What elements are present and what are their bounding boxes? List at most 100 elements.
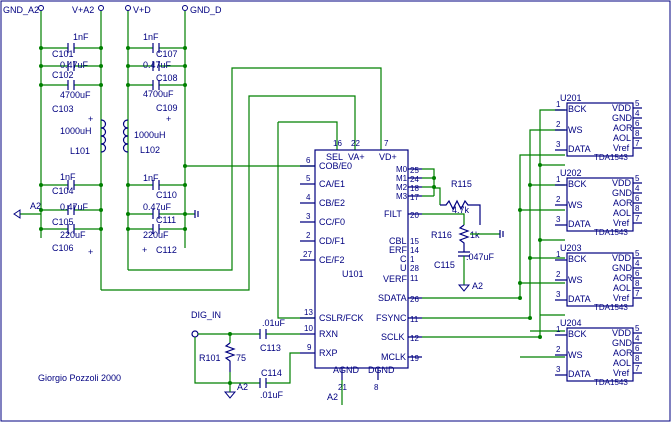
u101-pin-num-verf: 11 (410, 274, 419, 283)
a2-label-agnd: A2 (327, 392, 338, 402)
c113-value: .01uF (262, 318, 286, 328)
c112-value: 220uF (143, 230, 169, 240)
dac-pin-data: DATA (568, 219, 591, 229)
u101-pin-num-14: 14 (410, 246, 419, 255)
dac-pin-num: 2 (556, 195, 561, 204)
u101-pin-name-fsync: FSYNC (376, 313, 407, 323)
dac-pin-ws: WS (568, 350, 583, 360)
r115-value: 4.7k (452, 205, 470, 215)
u101-pin-num-21: 21 (338, 383, 347, 392)
dac-pin-num: 4 (635, 109, 640, 118)
u101-pin-num-13: 13 (304, 308, 313, 317)
u101-pin-name-vd: VD+ (379, 152, 397, 162)
wire-rxp (194, 337, 300, 384)
c105-ref: C105 (52, 217, 74, 227)
dac-u204: U204 TDA1543 1 BCK 2 WS 3 DATA VDD GND A… (555, 318, 642, 387)
u101-pin-num-19: 19 (410, 354, 419, 363)
dac-pins (555, 182, 642, 226)
dac-pin-aor: AOR (613, 198, 633, 208)
dac-pin-num: 4 (635, 184, 640, 193)
dac-pin-bck: BCK (568, 179, 587, 189)
c104-ref: C104 (52, 186, 74, 196)
left-cap-bank (39, 43, 103, 234)
wire-vd-to-u101 (128, 67, 382, 271)
u101-pin-num-2: 2 (306, 231, 311, 240)
dac-pin-num: 8 (635, 354, 640, 363)
c107-value: 1nF (143, 32, 159, 42)
c102-ref: C102 (52, 70, 74, 80)
u101-pin-num-10: 10 (304, 324, 313, 333)
u101-right-pins (408, 168, 422, 358)
dac-pin-ws: WS (568, 125, 583, 135)
c106-value: 220uF (60, 230, 86, 240)
rail-label-v-d: V+D (133, 5, 151, 15)
l101-ref: L101 (70, 146, 90, 156)
r115-ref: R115 (451, 179, 472, 189)
u101-pin-num-4: 4 (306, 193, 311, 202)
right-cap-bank (126, 43, 199, 234)
u101-pin-num-5: 5 (306, 174, 311, 183)
u101-pin-num-24: 24 (410, 175, 419, 184)
dac-u202: U202 TDA1543 1 BCK 2 WS 3 DATA VDD GND A… (555, 168, 642, 237)
dac-pins (555, 332, 642, 376)
u101-pin-name-m3: M3 (396, 192, 408, 201)
rail-label-v-a2: V+A2 (72, 5, 94, 15)
c111-value: 0.47uF (143, 202, 172, 212)
dac-pin-vref: Vref (613, 368, 630, 378)
dac-pin-aol: AOL (613, 283, 631, 293)
c115-ref: C115 (434, 260, 455, 270)
dac-part: TDA1543 (594, 378, 628, 387)
dac-pin-vdd: VDD (612, 253, 632, 263)
c106-plus: + (88, 247, 93, 257)
c112-plus: + (142, 245, 147, 255)
rail-terminal (182, 5, 188, 11)
u101-pin-name-rxp: RXP (319, 348, 338, 358)
dac-pin-vdd: VDD (612, 178, 632, 188)
u101-pin-num-26: 26 (410, 295, 419, 304)
dac-u203: U203 TDA1543 1 BCK 2 WS 3 DATA VDD GND A… (555, 243, 642, 312)
wire-gnd-d-to-u101 (185, 165, 315, 167)
u101-pin-name-cob: COB/E0 (319, 161, 352, 171)
author-credit: Giorgio Pozzoli 2000 (38, 373, 121, 383)
wire-mode-bus (422, 168, 435, 197)
c112-ref: C112 (156, 245, 177, 255)
rail-label-gnd-a2: GND_A2 (3, 5, 39, 15)
u101-pin-name-ce: CE/F2 (319, 255, 345, 265)
u101-pin-num-16: 16 (333, 139, 342, 148)
dac-ref: U202 (560, 168, 582, 178)
dac-pin-num: 7 (635, 289, 640, 298)
u101-pin-num-12: 12 (410, 334, 419, 343)
dac-pin-gnd: GND (612, 113, 633, 123)
wire-sdata-bus (422, 154, 565, 358)
dac-part: TDA1543 (594, 303, 628, 312)
c115-value: .047uF (466, 252, 495, 262)
wire-sclk-bus (422, 109, 565, 338)
inductor-l102 (122, 119, 129, 153)
ground-input (223, 391, 237, 399)
u101-pin-num-27: 27 (303, 250, 312, 259)
a2-arrow-left (13, 209, 21, 219)
u101-pin-name-erf: ERF (389, 245, 408, 255)
dac-pins (555, 257, 642, 301)
u101-pin-num-20: 20 (410, 211, 419, 220)
dac-pin-num: 7 (635, 139, 640, 148)
dac-pin-num: 2 (556, 345, 561, 354)
dac-pin-num: 8 (635, 129, 640, 138)
u101-pin-num-3: 3 (306, 212, 311, 221)
ground-c115 (457, 284, 471, 292)
resistor-r116 (458, 224, 470, 252)
dac-pin-ws: WS (568, 200, 583, 210)
rail-terminal (125, 5, 131, 11)
dac-pin-num: 3 (556, 365, 561, 374)
u101-pin-name-cb: CB/E2 (319, 198, 345, 208)
c103-value: 4700uF (60, 90, 91, 100)
input-terminal[interactable] (191, 330, 199, 338)
dac-pin-num: 2 (556, 120, 561, 129)
dac-pin-num: 5 (635, 324, 640, 333)
u101-pin-name-sclk: SCLK (381, 332, 405, 342)
c109-value: 4700uF (143, 89, 174, 99)
dac-pin-num: 3 (556, 215, 561, 224)
c108-ref: C108 (156, 73, 178, 83)
